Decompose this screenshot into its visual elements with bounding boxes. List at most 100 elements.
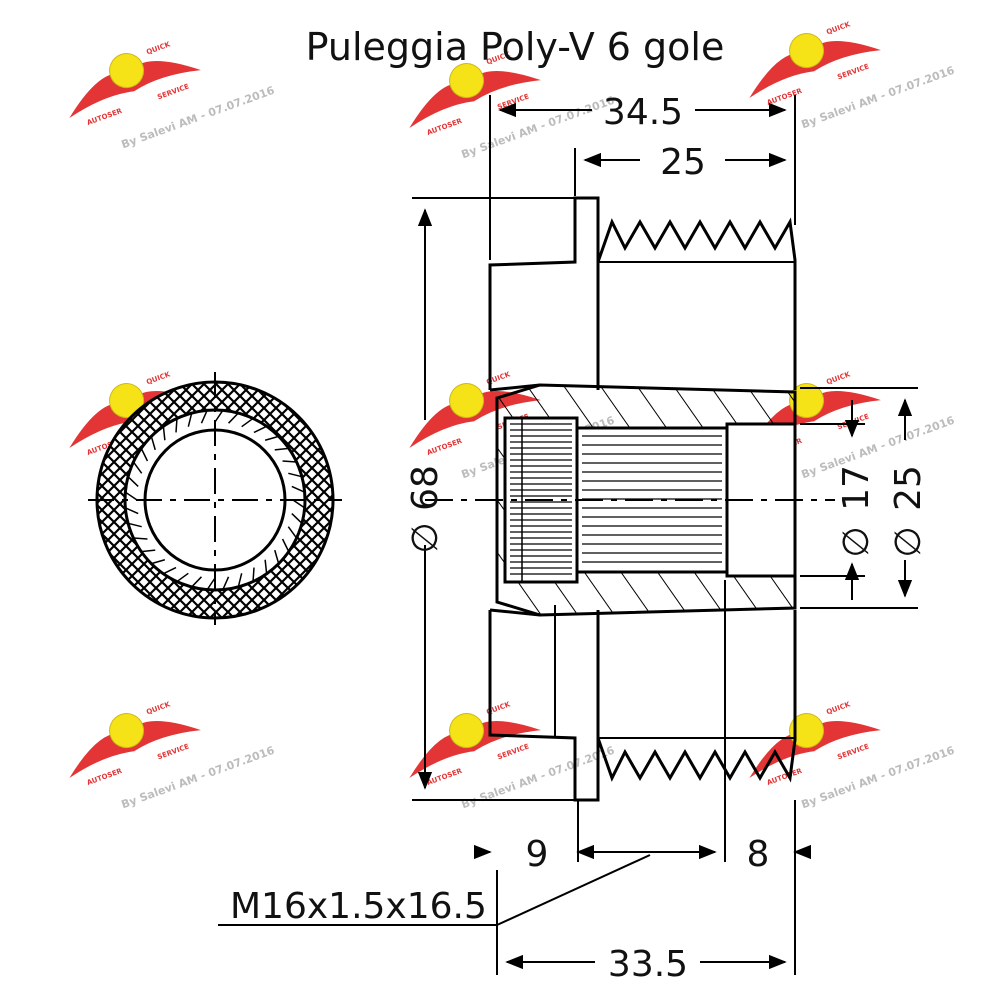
spline-tooth	[191, 576, 202, 588]
watermark-logo: By Salevi AM - 07.07.2016AUTOSERSERVICEQ…	[749, 700, 957, 812]
spline-tooth	[162, 426, 166, 441]
watermark-badge	[449, 383, 485, 419]
spline-tooth	[124, 491, 138, 501]
spline-tooth	[140, 448, 149, 462]
watermark-brand-left: AUTOSER	[426, 117, 464, 137]
watermark-wing	[69, 721, 201, 779]
spline-tooth	[228, 412, 239, 424]
front-view	[88, 372, 342, 625]
spline-tooth	[291, 513, 303, 524]
watermark-badge	[109, 713, 145, 749]
watermark-text: By Salevi AM - 07.07.2016	[800, 64, 957, 132]
dim-grooved-length: 25	[660, 142, 706, 183]
watermark-badge	[789, 33, 825, 69]
thread-spec-label: M16x1.5x16.5	[230, 886, 487, 927]
spline-tooth	[151, 559, 166, 565]
hub-chamfer-bottom	[489, 608, 541, 617]
spline-tooth	[214, 409, 224, 423]
watermark-brand-top: QUICK	[145, 370, 172, 386]
spline-tooth	[241, 417, 254, 428]
dim-overall-length: 34.5	[603, 92, 683, 133]
watermark-logo: By Salevi AM - 07.07.2016AUTOSERSERVICEQ…	[409, 700, 617, 811]
lower-grooves	[596, 610, 797, 783]
page-title: Puleggia Poly-V 6 gole	[306, 25, 725, 69]
spline-tooth	[200, 410, 208, 424]
watermark-brand-right: SERVICE	[496, 742, 530, 761]
thread-leader-line	[496, 854, 651, 926]
spline-tooth	[264, 559, 268, 574]
spline-tooth	[127, 476, 139, 487]
upper-profile	[488, 196, 600, 390]
watermark-wing	[749, 41, 881, 99]
watermark-brand-top: QUICK	[825, 700, 852, 716]
watermark-brand-right: SERVICE	[156, 742, 190, 761]
hub-chamfer-top	[489, 383, 541, 392]
watermark-brand-right: SERVICE	[496, 92, 530, 111]
watermark-text: By Salevi AM - 07.07.2016	[800, 744, 957, 812]
spline-tooth	[292, 499, 306, 509]
dim-hub-diameter: 25	[888, 465, 929, 511]
watermark-brand-right: SERVICE	[836, 62, 870, 81]
spline-tooth	[175, 418, 178, 433]
spline-tooth	[253, 425, 267, 434]
watermark-text: By Salevi AM - 07.07.2016	[460, 94, 617, 162]
watermark-brand-right: SERVICE	[156, 82, 190, 101]
spline-tooth	[287, 526, 298, 539]
spline-tooth	[141, 549, 156, 553]
spline-tooth	[187, 412, 193, 427]
watermark-logo: By Salevi AM - 07.07.2016AUTOSERSERVICEQ…	[69, 700, 277, 811]
dim-bore-diameter-group: ∅ 17	[836, 465, 877, 558]
watermark-brand-left: AUTOSER	[86, 767, 124, 787]
watermark-text: By Salevi AM - 07.07.2016	[120, 84, 277, 152]
watermark-brand-top: QUICK	[145, 40, 172, 56]
spline-tooth	[163, 566, 177, 575]
watermark-brand-top: QUICK	[145, 700, 172, 716]
dimension-layer: 34.5 25 ∅ 68 ∅ 17 ∅ 25	[218, 92, 929, 985]
dim-outer-diameter: 68	[405, 465, 446, 511]
spline-tooth	[281, 538, 290, 552]
dim-bore-diameter: 17	[836, 465, 877, 511]
side-view	[425, 196, 835, 802]
dim-body-length: 33.5	[608, 944, 688, 985]
dim-outer-diameter-group: ∅ 68	[405, 465, 446, 554]
diameter-symbol-17: ∅	[836, 526, 877, 557]
watermark-brand-right: SERVICE	[836, 742, 870, 761]
spline-tooth	[127, 522, 142, 528]
spline-tooth	[206, 577, 216, 591]
spline-tooth	[237, 573, 243, 588]
spline-tooth	[150, 436, 156, 451]
watermark-brand-top: QUICK	[825, 20, 852, 36]
watermark-wing	[409, 71, 541, 129]
diameter-symbol-68: ∅	[405, 522, 446, 553]
spline-tooth	[291, 485, 305, 493]
bore-circle	[143, 428, 287, 572]
lower-profile	[488, 610, 600, 802]
dim-hub-diameter-group: ∅ 25	[888, 465, 929, 558]
watermark-badge	[789, 713, 825, 749]
spline-teeth	[124, 409, 306, 591]
watermark-wing	[69, 61, 201, 119]
watermark-brand-left: AUTOSER	[766, 87, 804, 107]
spline-tooth	[282, 460, 297, 463]
watermark-wing	[749, 721, 881, 779]
watermark-badge	[449, 63, 485, 99]
spline-tooth	[222, 576, 230, 590]
watermark-wing	[749, 391, 881, 449]
spline-bore-teeth	[510, 418, 572, 582]
spline-tooth	[252, 567, 255, 582]
dim-front-depth: 9	[526, 834, 549, 875]
upper-grooves	[596, 217, 797, 390]
spline-tooth	[264, 435, 279, 441]
watermark-brand-left: AUTOSER	[426, 767, 464, 787]
spline-tooth	[133, 537, 148, 540]
spline-tooth	[288, 472, 303, 478]
spline-tooth	[274, 549, 280, 564]
dim-rear-depth: 8	[747, 834, 770, 875]
watermark-brand-right: SERVICE	[836, 412, 870, 431]
watermark-brand-left: AUTOSER	[86, 107, 124, 127]
diameter-symbol-25: ∅	[888, 526, 929, 557]
spline-tooth	[125, 507, 139, 515]
